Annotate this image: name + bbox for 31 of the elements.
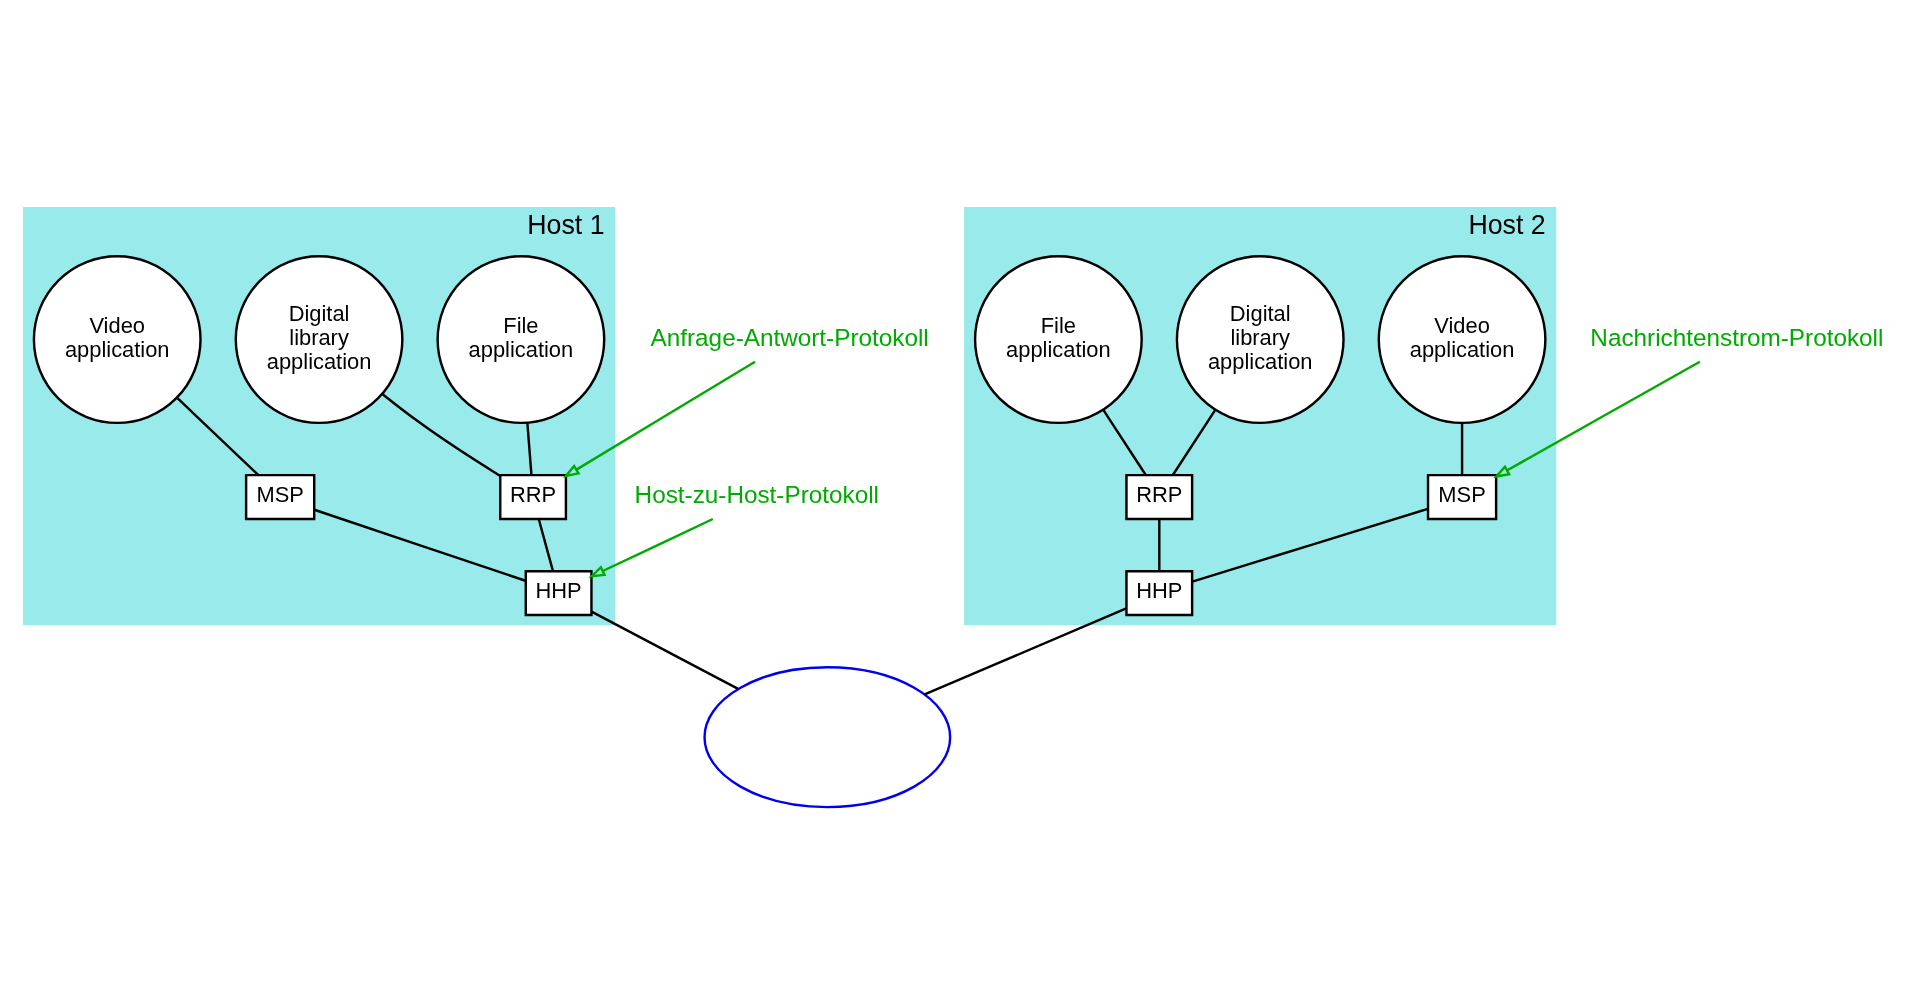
node-circle: Video application: [1377, 255, 1547, 425]
node-box: HHP: [524, 570, 593, 617]
connector: [381, 393, 500, 477]
node-box: RRP: [1124, 473, 1193, 521]
node-circle: File application: [973, 255, 1143, 425]
node-circle: Digital library application: [234, 255, 404, 425]
connector: [1157, 519, 1160, 572]
connector: [537, 518, 554, 572]
connector: [1171, 409, 1216, 476]
connector: [175, 396, 259, 476]
connector: [1460, 423, 1463, 475]
node-box: HHP: [1124, 570, 1193, 617]
node-cloud: [702, 666, 951, 809]
arrow: [587, 517, 713, 578]
node-text: Host-zu-Host-Protokoll: [634, 481, 879, 509]
node-circle: File application: [435, 255, 605, 425]
node-box: MSP: [244, 473, 315, 521]
connector: [1191, 507, 1428, 583]
connector: [590, 610, 739, 690]
node-text: Anfrage-Antwort-Protokoll: [650, 323, 929, 351]
connector: [525, 422, 533, 475]
connector: [313, 508, 526, 582]
node-box: RRP: [498, 473, 567, 521]
node-circle: Video application: [32, 255, 202, 425]
node-circle: Digital library application: [1175, 255, 1345, 425]
connector: [1102, 409, 1147, 476]
arrow: [1492, 360, 1700, 479]
node-text: Nachrichtenstrom-Protokoll: [1589, 323, 1883, 351]
node-box: MSP: [1426, 473, 1497, 521]
arrow: [562, 360, 756, 478]
connector: [923, 607, 1127, 696]
